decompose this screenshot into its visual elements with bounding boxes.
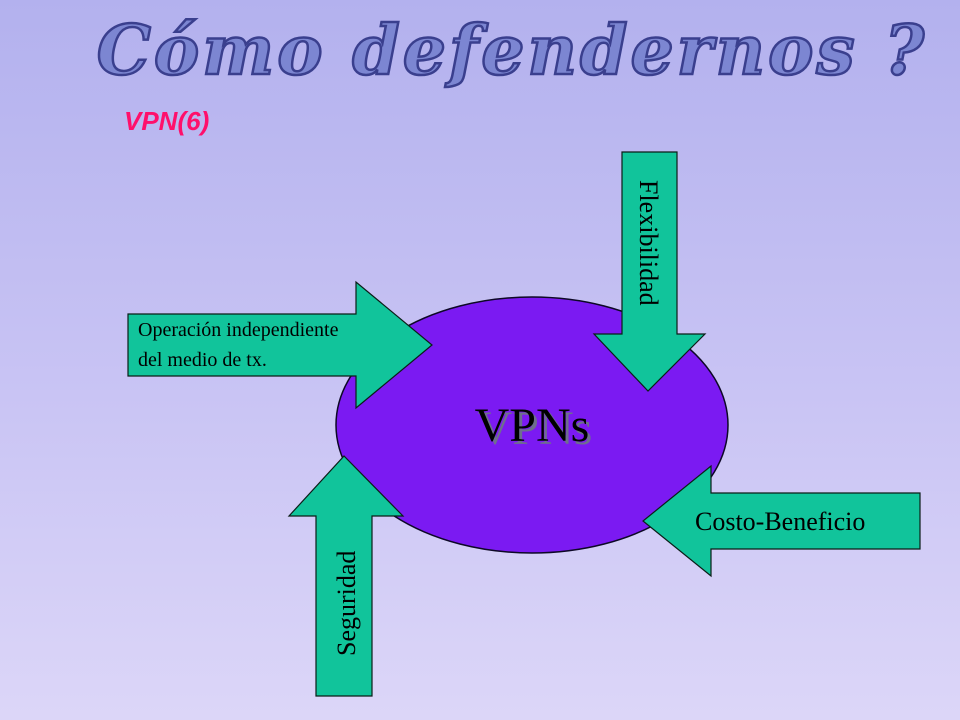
arrow-operacion <box>127 280 433 410</box>
center-label-shadow: VPNs <box>478 402 593 455</box>
arrow-operacion-label-line2: del medio de tx. <box>138 349 267 371</box>
arrow-costo-beneficio-label: Costo-Beneficio <box>695 507 865 536</box>
center-label: VPNs <box>475 399 590 452</box>
arrow-flexibilidad <box>592 151 707 392</box>
slide-subtitle: VPN(6) <box>124 106 209 136</box>
arrow-operacion-label-line1: Operación independiente <box>138 319 339 341</box>
slide-title: Cómo defendernos ? <box>97 11 927 91</box>
arrow-costo-beneficio <box>642 464 921 578</box>
arrow-flexibilidad-label: Flexibilidad <box>634 180 663 306</box>
arrow-seguridad <box>287 455 405 697</box>
arrow-seguridad-label: Seguridad <box>332 551 361 656</box>
